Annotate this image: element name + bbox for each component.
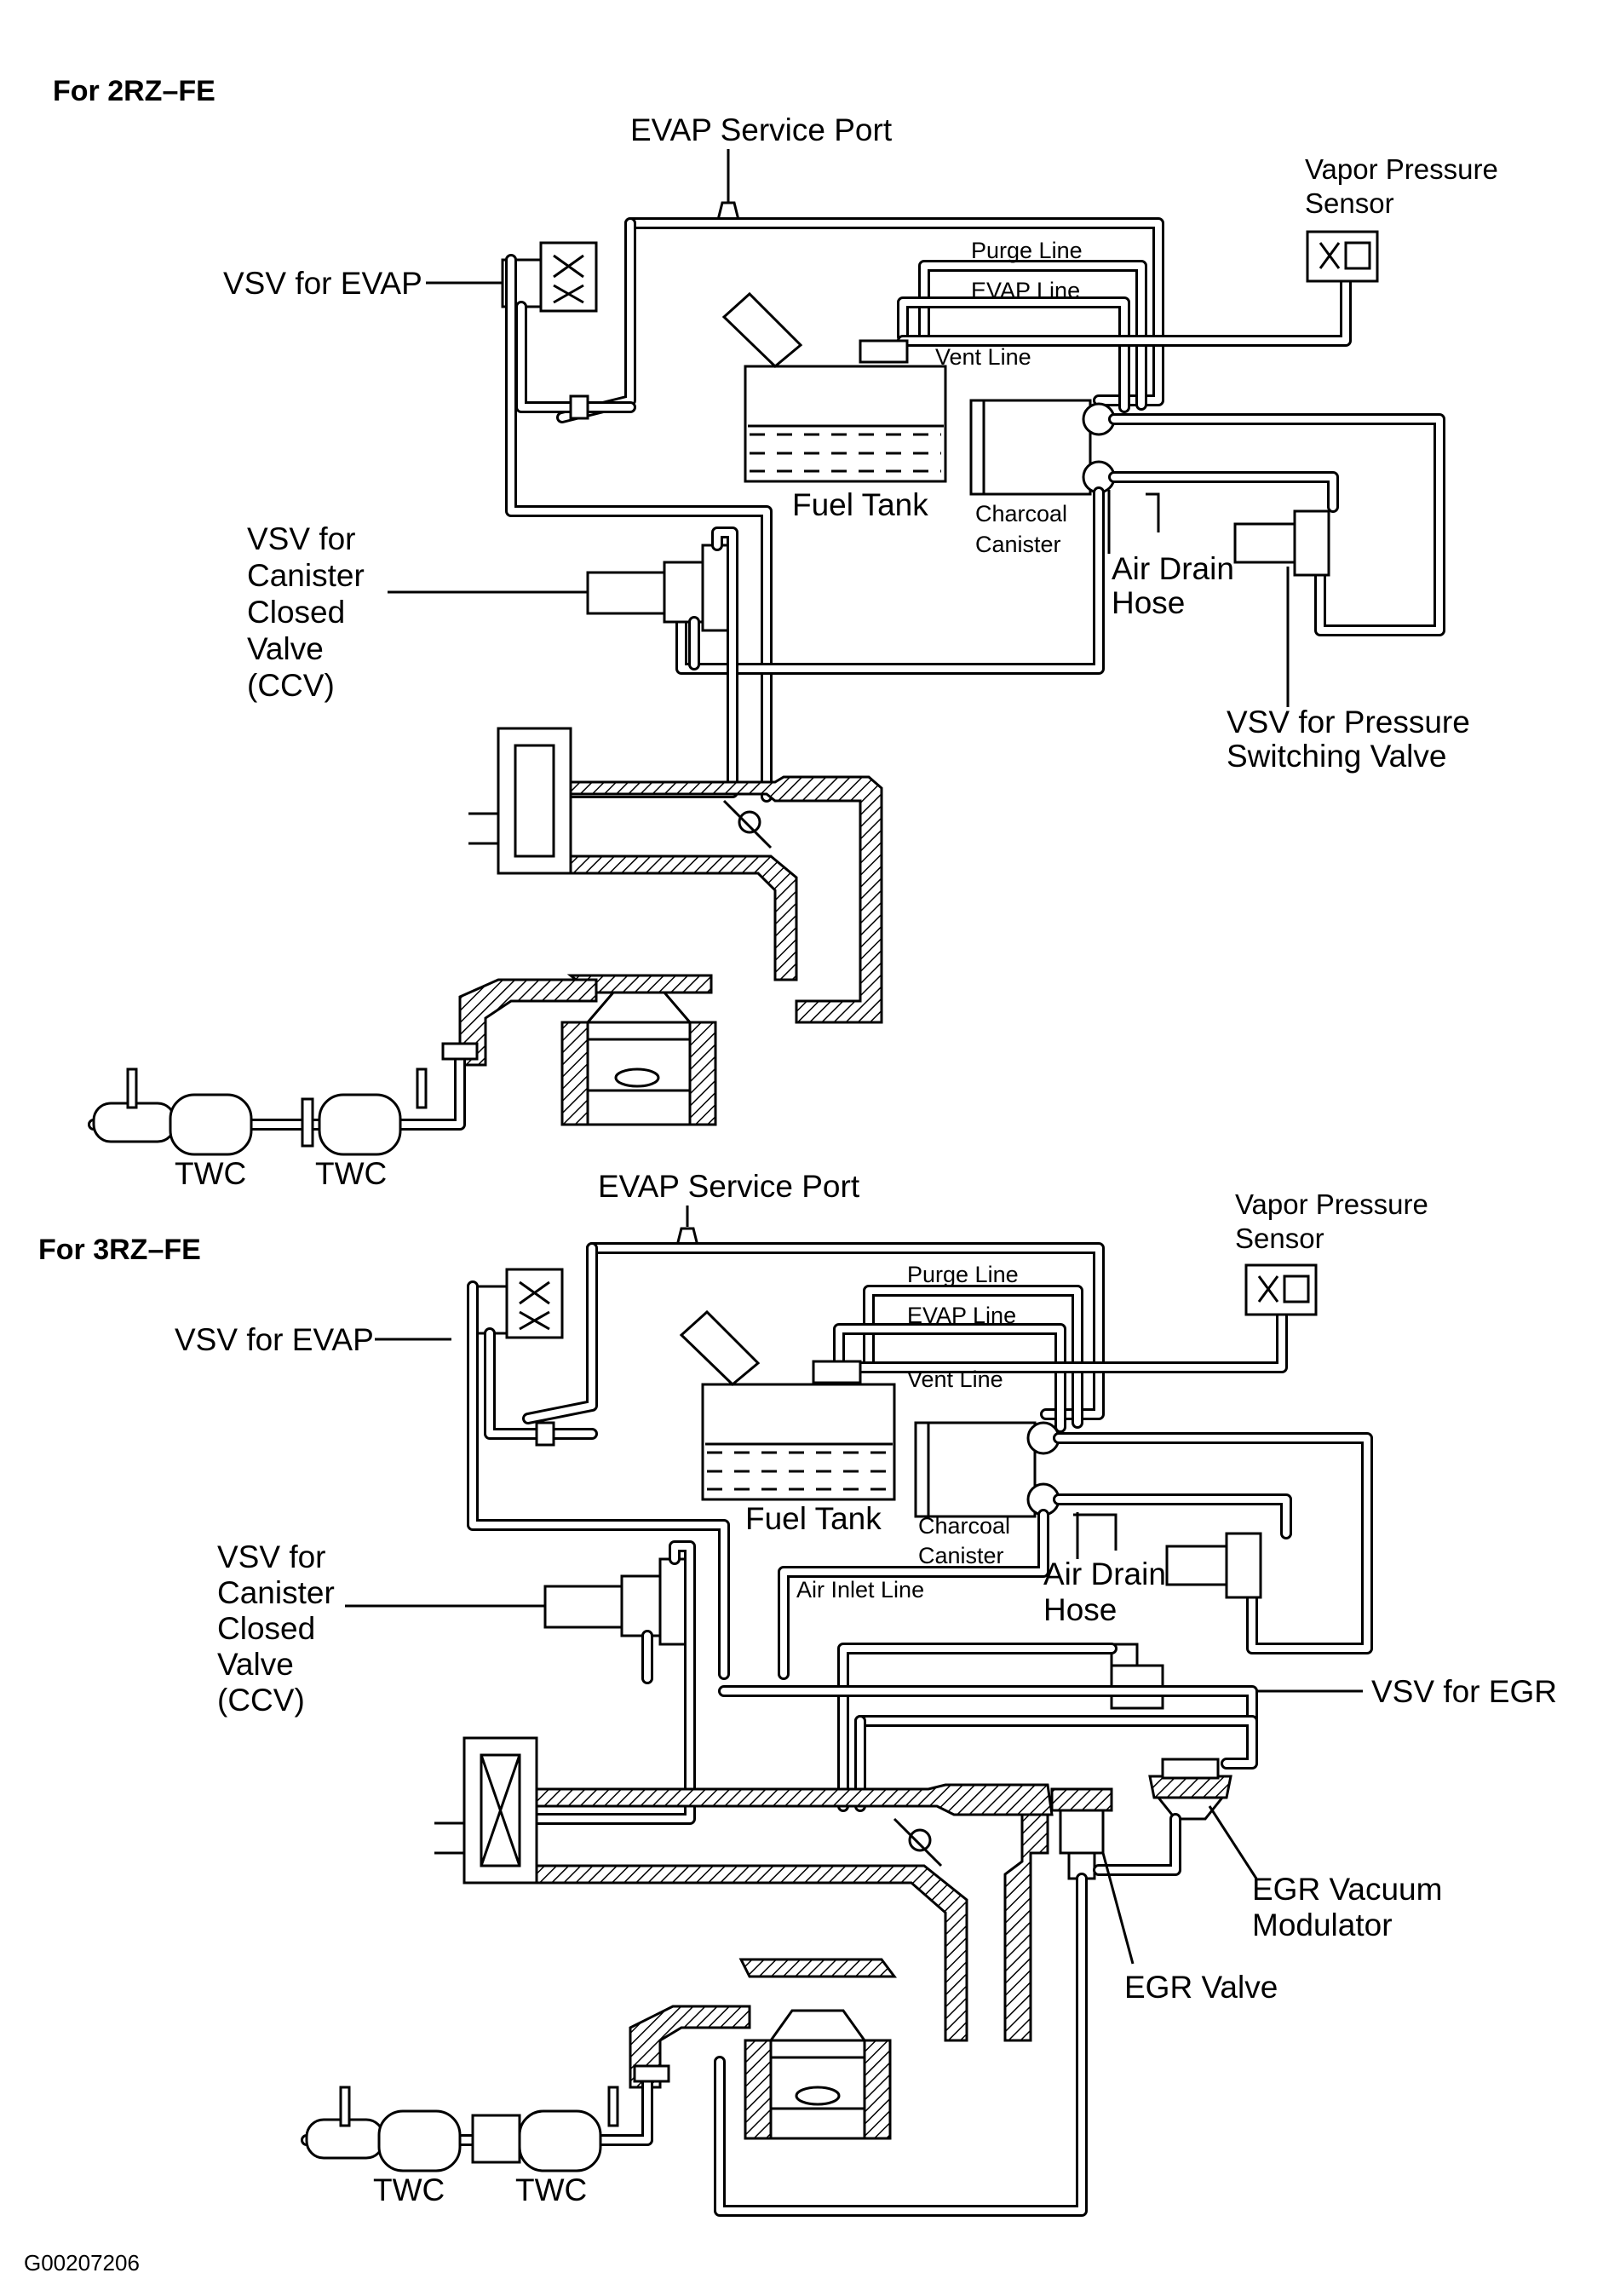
bottom-vsv-ccv-label-2: Canister xyxy=(217,1575,335,1610)
top-charcoal-canister-label-2: Canister xyxy=(975,532,1061,557)
top-twc-1-label: TWC xyxy=(175,1156,246,1191)
bottom-vapor-sensor-label-2: Sensor xyxy=(1235,1223,1324,1254)
bottom-egr-vacuum-modulator-label-1: EGR Vacuum xyxy=(1252,1872,1442,1907)
top-charcoal-canister-label-1: Charcoal xyxy=(975,501,1067,527)
bottom-evap-service-port-label: EVAP Service Port xyxy=(598,1169,860,1204)
bottom-vsv-ccv-label-3: Closed xyxy=(217,1611,315,1646)
top-vsv-pressure-label-2: Switching Valve xyxy=(1227,739,1446,774)
top-air-drain-hose-label-1: Air Drain xyxy=(1112,551,1234,586)
top-purge-line-label: Purge Line xyxy=(971,238,1083,263)
bottom-air-inlet-line-label: Air Inlet Line xyxy=(796,1577,924,1603)
top-vsv-ccv-label-3: Closed xyxy=(247,595,345,630)
top-air-drain-hose-label-2: Hose xyxy=(1112,585,1185,620)
top-vsv-ccv xyxy=(586,544,734,632)
top-twc-1 xyxy=(169,1093,253,1156)
top-heading: For 2RZ–FE xyxy=(53,75,215,107)
bottom-charcoal-canister xyxy=(914,1421,1060,1518)
bottom-intake-assembly xyxy=(434,1736,1088,2217)
top-vsv-pressure-label-1: VSV for Pressure xyxy=(1227,705,1470,739)
bottom-vsv-evap-label: VSV for EVAP xyxy=(175,1322,374,1357)
top-fuel-tank xyxy=(721,291,947,483)
bottom-air-drain-hose-label-2: Hose xyxy=(1043,1592,1117,1627)
bottom-egr-valve xyxy=(1050,1787,1113,1880)
bottom-vent-line-label: Vent Line xyxy=(907,1367,1003,1392)
top-diagram-2rz-fe: For 2RZ–FE EVAP Service Port Purge Line … xyxy=(53,75,1498,1191)
top-twc-2-label: TWC xyxy=(315,1156,387,1191)
top-twc-2 xyxy=(318,1093,402,1156)
top-vsv-pressure-switching xyxy=(1233,509,1330,577)
top-evap-line-label: EVAP Line xyxy=(971,278,1080,303)
bottom-vsv-ccv-label-1: VSV for xyxy=(217,1539,326,1574)
bottom-fuel-tank xyxy=(679,1309,896,1501)
bottom-evap-line-label: EVAP Line xyxy=(907,1303,1016,1328)
bottom-twc-2 xyxy=(518,2109,602,2172)
bottom-exhaust xyxy=(301,2064,670,2172)
top-vsv-ccv-label-2: Canister xyxy=(247,558,365,593)
bottom-egr-vacuum-modulator xyxy=(1148,1758,1232,1821)
bottom-charcoal-canister-label-1: Charcoal xyxy=(918,1513,1010,1539)
bottom-charcoal-canister-label-2: Canister xyxy=(918,1543,1004,1568)
bottom-vsv-ccv-label-4: Valve xyxy=(217,1647,294,1682)
bottom-air-drain-hose-label-1: Air Drain xyxy=(1043,1557,1166,1591)
top-vsv-evap-label: VSV for EVAP xyxy=(223,266,422,301)
top-vsv-ccv-label-5: (CCV) xyxy=(247,668,335,703)
bottom-vsv-ccv-label-5: (CCV) xyxy=(217,1683,305,1718)
top-vapor-sensor-label-1: Vapor Pressure xyxy=(1305,153,1498,185)
bottom-twc-2-label: TWC xyxy=(515,2172,587,2207)
top-exhaust xyxy=(88,1042,479,1156)
top-vapor-sensor-label-2: Sensor xyxy=(1305,187,1394,219)
bottom-twc-1-label: TWC xyxy=(373,2172,445,2207)
top-charcoal-canister xyxy=(969,399,1116,496)
top-vsv-ccv-label-4: Valve xyxy=(247,631,324,666)
bottom-vsv-egr xyxy=(1110,1643,1164,1710)
bottom-fuel-tank-label: Fuel Tank xyxy=(745,1501,882,1536)
bottom-egr-vacuum-modulator-label-2: Modulator xyxy=(1252,1908,1393,1942)
bottom-twc-1 xyxy=(377,2109,462,2172)
bottom-diagram-3rz-fe: For 3RZ–FE EVAP Service Port Purge Line … xyxy=(38,1169,1557,2217)
bottom-purge-line-label: Purge Line xyxy=(907,1262,1019,1287)
bottom-egr-valve-label: EGR Valve xyxy=(1124,1970,1278,2005)
top-vsv-ccv-label-1: VSV for xyxy=(247,521,356,556)
top-evap-service-port-label: EVAP Service Port xyxy=(630,112,893,147)
top-fuel-tank-label: Fuel Tank xyxy=(792,487,928,522)
top-vent-line-label: Vent Line xyxy=(935,344,1031,370)
bottom-vsv-ccv xyxy=(543,1557,692,1646)
bottom-vsv-pressure-switching xyxy=(1165,1532,1262,1599)
bottom-vapor-sensor-label-1: Vapor Pressure xyxy=(1235,1188,1428,1220)
top-intake-assembly xyxy=(458,727,883,1126)
bottom-heading: For 3RZ–FE xyxy=(38,1234,201,1266)
figure-code: G00207206 xyxy=(24,2250,140,2276)
bottom-vsv-egr-label: VSV for EGR xyxy=(1371,1674,1557,1709)
